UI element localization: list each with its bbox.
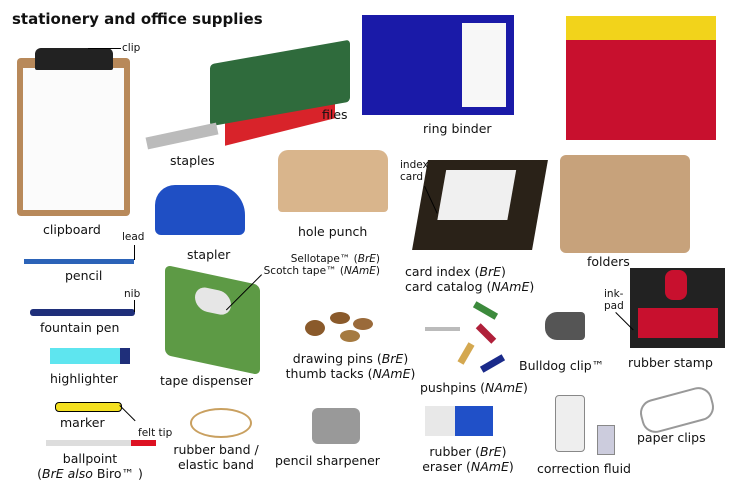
label-fountain-pen: fountain pen bbox=[40, 320, 120, 335]
label-hole-punch: hole punch bbox=[298, 224, 368, 239]
folder-red-image bbox=[566, 40, 716, 140]
text: ) bbox=[522, 380, 528, 395]
clip-image bbox=[35, 48, 113, 70]
label-pencil-sharpener: pencil sharpener bbox=[275, 453, 380, 468]
label-clipboard: clipboard bbox=[43, 222, 101, 237]
highlighter-image bbox=[50, 348, 130, 364]
eraser-image bbox=[425, 406, 493, 436]
text: ) bbox=[410, 366, 416, 381]
label-ballpoint: ballpoint (BrE also Biro™ ) bbox=[25, 451, 155, 481]
label-pencil: pencil bbox=[65, 268, 103, 283]
label-stapler: stapler bbox=[187, 247, 231, 262]
text: Scotch tape™ ( bbox=[263, 265, 344, 277]
text: ) bbox=[501, 264, 506, 279]
label-marker: marker bbox=[60, 415, 105, 430]
text: ( bbox=[37, 466, 43, 481]
ring-binder-image bbox=[362, 15, 514, 115]
label-rubber-band: rubber band /elastic band bbox=[165, 442, 267, 472]
label-sellotape: Sellotape™ (BrE) Scotch tape™ (NAmE) bbox=[250, 253, 380, 277]
text: card catalog ( bbox=[405, 279, 492, 294]
text: rubber ( bbox=[429, 444, 481, 459]
label-folders: folders bbox=[587, 254, 630, 269]
text: thumb tacks ( bbox=[285, 366, 373, 381]
text: BrE also bbox=[42, 466, 93, 481]
text: ) bbox=[529, 279, 535, 294]
correction-fluid-image bbox=[555, 395, 585, 452]
text: BrE bbox=[479, 264, 502, 279]
label-pushpins: pushpins (NAmE) bbox=[420, 380, 528, 395]
nib-leader-line bbox=[134, 300, 135, 312]
text: BrE bbox=[480, 444, 502, 459]
label-staples: staples bbox=[170, 153, 215, 168]
text: ) bbox=[375, 253, 380, 265]
label-nib: nib bbox=[124, 288, 141, 300]
label-files: files bbox=[322, 107, 348, 122]
text: eraser ( bbox=[422, 459, 471, 474]
stapler-image bbox=[155, 185, 245, 235]
label-rubber-eraser: rubber (BrE) eraser (NAmE) bbox=[413, 444, 523, 474]
label-correction-fluid: correction fluid bbox=[537, 461, 631, 476]
text: pushpins ( bbox=[420, 380, 485, 395]
rubber-stamp-image bbox=[630, 268, 725, 348]
text: NAmE bbox=[343, 265, 376, 277]
text: NAmE bbox=[470, 459, 509, 474]
pencil-image bbox=[24, 259, 134, 264]
text: ballpoint bbox=[62, 451, 118, 466]
label-tape-dispenser: tape dispenser bbox=[160, 373, 253, 388]
text: ink- bbox=[604, 288, 624, 300]
text: rubber band / bbox=[173, 442, 259, 457]
clip-leader-line bbox=[88, 48, 121, 49]
text: card bbox=[400, 171, 424, 183]
felt-tip-leader-line bbox=[119, 405, 136, 422]
label-clip: clip bbox=[122, 42, 141, 54]
label-lead: lead bbox=[122, 231, 145, 243]
label-highlighter: highlighter bbox=[50, 371, 118, 386]
pencil-sharpener-image bbox=[312, 408, 360, 444]
text: index bbox=[400, 159, 429, 171]
label-felt-tip: felt tip bbox=[138, 427, 173, 439]
text: BrE bbox=[381, 351, 404, 366]
text: NAmE bbox=[491, 279, 530, 294]
drawing-pins-image bbox=[305, 310, 385, 345]
text: drawing pins ( bbox=[292, 351, 382, 366]
bulldog-clip-image bbox=[545, 312, 585, 340]
label-ink-pad: ink-pad bbox=[604, 288, 624, 312]
label-ring-binder: ring binder bbox=[423, 121, 492, 136]
text: Sellotape™ ( bbox=[290, 253, 358, 265]
text: ) bbox=[508, 459, 514, 474]
text: Biro™ ) bbox=[92, 466, 143, 481]
text: NAmE bbox=[372, 366, 411, 381]
staples-image bbox=[145, 122, 219, 150]
marker-image bbox=[55, 402, 122, 412]
fountain-pen-image bbox=[30, 309, 135, 316]
page-title: stationery and office supplies bbox=[12, 10, 263, 28]
label-rubber-stamp: rubber stamp bbox=[628, 355, 713, 370]
hole-punch-image bbox=[278, 150, 388, 212]
text: ) bbox=[403, 351, 409, 366]
label-drawing-pins: drawing pins (BrE) thumb tacks (NAmE) bbox=[278, 351, 423, 381]
text: elastic band bbox=[177, 457, 254, 472]
lead-leader-line bbox=[134, 245, 135, 260]
text: NAmE bbox=[484, 380, 523, 395]
correction-pen-image bbox=[597, 425, 615, 455]
text: ) bbox=[375, 265, 380, 277]
pushpins-image bbox=[425, 301, 515, 375]
tape-dispenser-image bbox=[165, 264, 260, 376]
text: pad bbox=[604, 300, 624, 312]
label-bulldog-clip: Bulldog clip™ bbox=[519, 358, 605, 373]
text: BrE bbox=[357, 253, 376, 265]
paper-clips-image bbox=[636, 384, 718, 436]
ballpoint-image bbox=[46, 440, 156, 446]
label-card-index: card index (BrE) card catalog (NAmE) bbox=[405, 264, 534, 294]
rubber-band-image bbox=[190, 408, 252, 438]
text: ) bbox=[501, 444, 507, 459]
label-paper-clips: paper clips bbox=[637, 430, 706, 445]
folders-box-image bbox=[560, 155, 690, 253]
clipboard-image bbox=[17, 58, 130, 216]
text: card index ( bbox=[405, 264, 480, 279]
